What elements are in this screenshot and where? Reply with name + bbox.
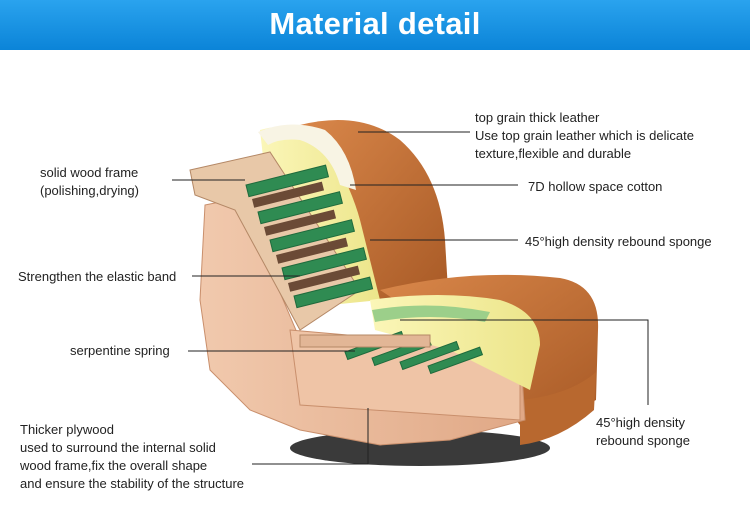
leather-seat-front bbox=[520, 372, 596, 445]
back-band-gaps bbox=[252, 181, 361, 292]
label-seat-sponge: 45°high density rebound sponge bbox=[596, 414, 690, 450]
label-plywood: Thicker plywood used to surround the int… bbox=[20, 421, 244, 493]
label-line: and ensure the stability of the structur… bbox=[20, 476, 245, 491]
label-top-grain-leather: top grain thick leather Use top grain le… bbox=[475, 109, 694, 163]
back-cotton bbox=[258, 124, 356, 190]
page-title: Material detail bbox=[269, 6, 481, 41]
back-elastic-bands bbox=[245, 164, 374, 309]
label-line: rebound sponge bbox=[596, 433, 690, 448]
label-line: (polishing,drying) bbox=[40, 183, 139, 198]
label-serpentine-spring: serpentine spring bbox=[70, 342, 170, 360]
label-line: used to surround the internal solid bbox=[20, 440, 216, 455]
seat-frame-rail bbox=[299, 334, 431, 348]
label-line: wood frame,fix the overall shape bbox=[20, 458, 208, 473]
title-banner: Material detail bbox=[0, 0, 750, 50]
label-line: Use top grain leather which is delicate bbox=[475, 128, 694, 143]
label-line: texture,flexible and durable bbox=[475, 146, 632, 161]
label-line: serpentine spring bbox=[70, 343, 170, 358]
leader-sponge-seat bbox=[400, 319, 649, 405]
label-line: top grain thick leather bbox=[475, 110, 600, 125]
leader-lines bbox=[172, 131, 649, 465]
label-line: Strengthen the elastic band bbox=[18, 269, 177, 284]
label-line: 45°high density bbox=[596, 415, 686, 430]
label-line: solid wood frame bbox=[40, 165, 139, 180]
leader-plywood bbox=[252, 408, 369, 465]
seat-green-layer bbox=[372, 305, 490, 322]
label-line: Thicker plywood bbox=[20, 422, 114, 437]
label-line: 7D hollow space cotton bbox=[528, 179, 663, 194]
label-back-sponge: 45°high density rebound sponge bbox=[525, 233, 712, 251]
label-elastic-band: Strengthen the elastic band bbox=[18, 268, 176, 286]
label-wood-frame: solid wood frame (polishing,drying) bbox=[40, 164, 139, 200]
label-hollow-cotton: 7D hollow space cotton bbox=[528, 178, 662, 196]
label-line: 45°high density rebound sponge bbox=[525, 234, 712, 249]
